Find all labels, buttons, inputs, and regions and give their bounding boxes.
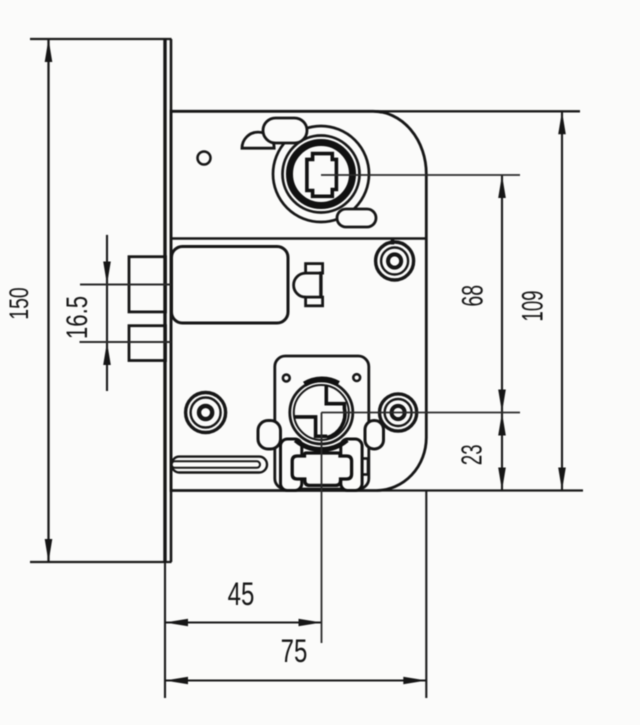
svg-text:75: 75 bbox=[281, 633, 308, 669]
svg-text:45: 45 bbox=[228, 576, 255, 612]
svg-text:16.5: 16.5 bbox=[60, 296, 94, 339]
svg-text:23: 23 bbox=[456, 444, 488, 465]
svg-text:150: 150 bbox=[4, 287, 34, 319]
svg-text:109: 109 bbox=[516, 290, 550, 321]
svg-text:68: 68 bbox=[456, 285, 489, 307]
